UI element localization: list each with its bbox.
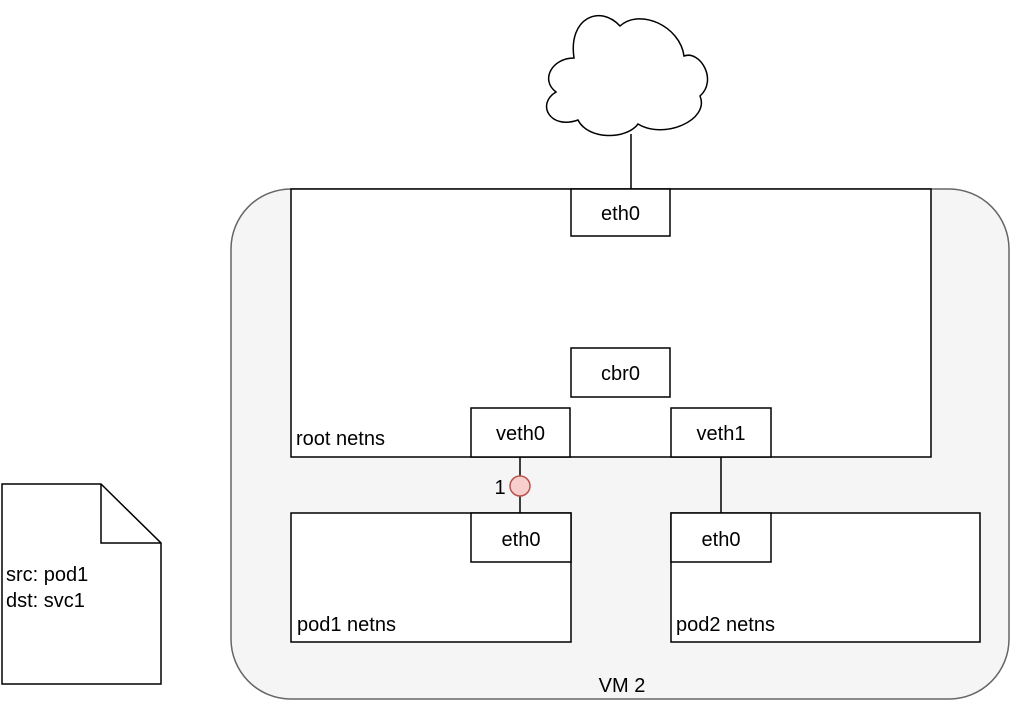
veth1-label: veth1 (697, 423, 746, 445)
veth0-label: veth0 (496, 423, 545, 445)
pod2-eth0-label: eth0 (702, 529, 741, 551)
cloud-icon (545, 15, 709, 137)
pod2-eth0-box (670, 512, 772, 563)
packet-document-fold (100, 484, 161, 544)
step-marker-label: 1 (494, 477, 505, 499)
pod2-netns-label: pod2 netns (676, 614, 775, 636)
pod1-eth0-box (470, 512, 572, 563)
pod1-netns-label: pod1 netns (297, 614, 396, 636)
root-eth0-box (570, 188, 671, 237)
packet-document-icon (1, 483, 162, 685)
root-netns-label: root netns (296, 428, 385, 450)
root-eth0-label: eth0 (601, 203, 640, 225)
veth1-box (670, 407, 772, 458)
cbr0-label: cbr0 (601, 363, 640, 385)
step-marker-dot (509, 475, 531, 497)
vm-label: VM 2 (599, 675, 646, 697)
packet-src-text: src: pod1 (6, 564, 88, 586)
packet-dst-text: dst: svc1 (6, 590, 85, 612)
cbr0-box (570, 347, 671, 398)
veth0-box (470, 407, 571, 458)
pod1-eth0-label: eth0 (502, 529, 541, 551)
